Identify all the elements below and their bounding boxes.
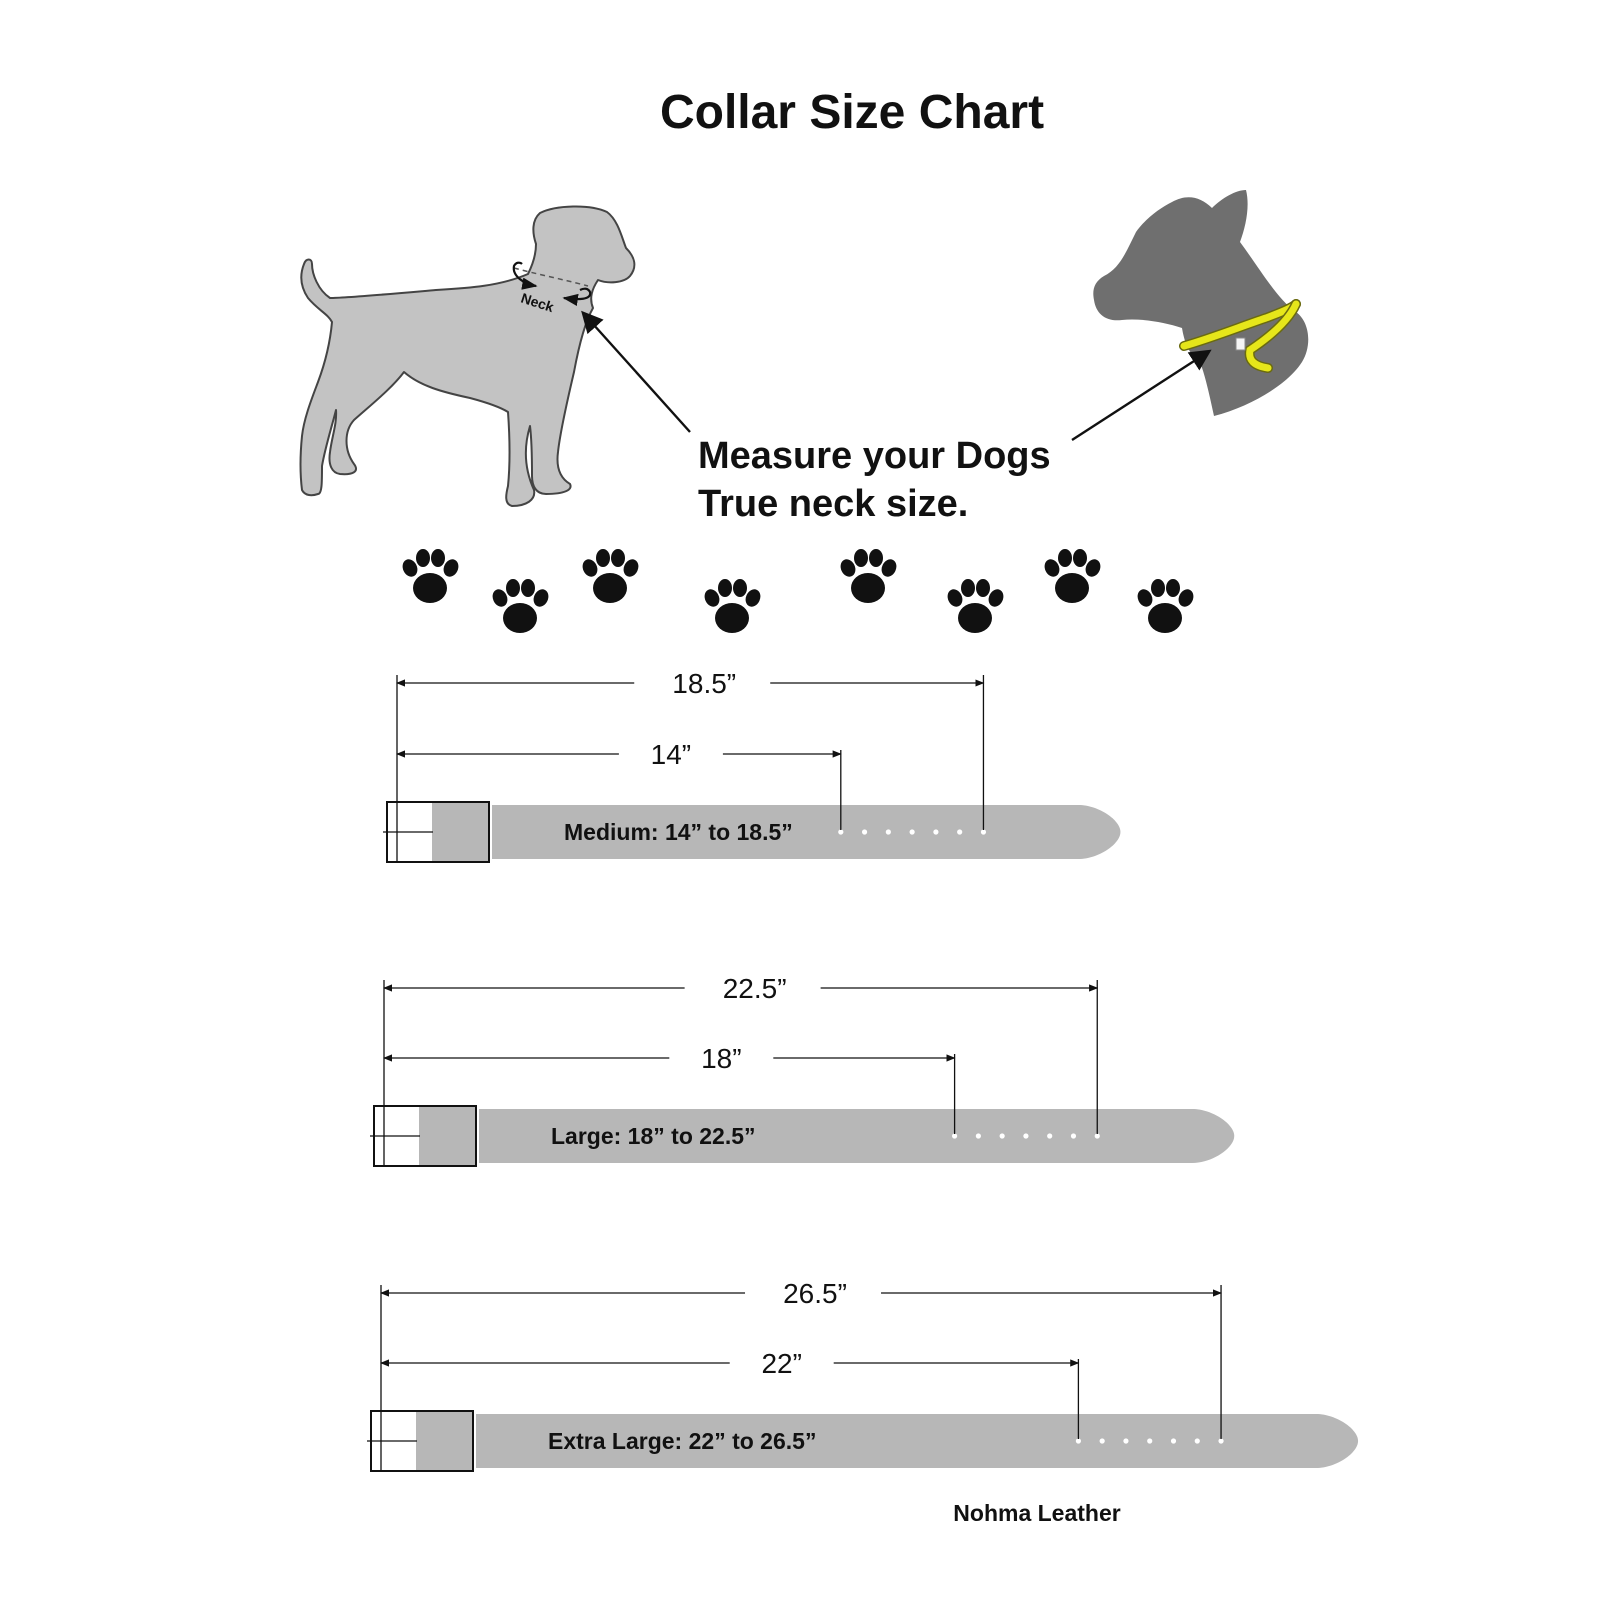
collar-hole [1023, 1133, 1029, 1139]
dog-silhouette-icon: Neck [299, 205, 636, 507]
collar-hole [957, 829, 963, 835]
dimension-label-max: 26.5” [783, 1278, 847, 1309]
collar-medium: 18.5” 14” Medium: 14” to 18.5” [383, 668, 1121, 863]
collar-hole [1147, 1438, 1153, 1444]
dimension-label-min: 18” [701, 1043, 741, 1074]
collar-hole [1123, 1438, 1129, 1444]
collar-hole [838, 829, 844, 835]
pointer-arrow-head [1071, 349, 1212, 442]
instruction-line-2: True neck size. [698, 483, 968, 525]
collar-hole [1075, 1438, 1081, 1444]
dimension-label-min: 22” [761, 1348, 801, 1379]
collar-hole [885, 829, 891, 835]
collar-hole [999, 1133, 1005, 1139]
brand-name: Nohma Leather [953, 1500, 1120, 1526]
paw-print-icon [489, 579, 552, 633]
collar-strap [476, 1414, 1359, 1468]
collar-strap [479, 1109, 1235, 1163]
collar-hole [933, 829, 939, 835]
page-title: Collar Size Chart [660, 86, 1044, 139]
paw-print-icon [837, 549, 900, 603]
collar-hole [1047, 1133, 1053, 1139]
paw-print-icon [701, 579, 764, 633]
pointer-arrow-neck [581, 310, 691, 433]
paw-print-icon [1134, 579, 1197, 633]
collar-strap [492, 805, 1121, 859]
paw-print-row [399, 549, 1197, 633]
collar-large: 22.5” 18” Large: 18” to 22.5” [370, 973, 1235, 1167]
collar-hole [909, 829, 915, 835]
collar-hole [975, 1133, 981, 1139]
dog-head-icon [1093, 190, 1309, 416]
collar-size-label: Medium: 14” to 18.5” [564, 819, 793, 845]
paw-print-icon [1041, 549, 1104, 603]
collar-size-label: Extra Large: 22” to 26.5” [548, 1428, 816, 1454]
buckle-keeper [419, 1106, 476, 1166]
dimension-label-max: 22.5” [723, 973, 787, 1004]
dimension-label-min: 14” [651, 739, 691, 770]
collar-hole [952, 1133, 958, 1139]
collar-hole [1218, 1438, 1224, 1444]
buckle-keeper [416, 1411, 473, 1471]
buckle-keeper [432, 802, 489, 862]
collar-hole [1094, 1133, 1100, 1139]
collar-size-label: Large: 18” to 22.5” [551, 1123, 756, 1149]
collar-diagrams: 18.5” 14” Medium: 14” to 18.5” 22.5” 18” Larg… [367, 668, 1359, 1472]
instruction-line-1: Measure your Dogs [698, 435, 1051, 477]
collar-hole [980, 829, 987, 835]
collar-extra-large: 26.5” 22” Extra Large: 22” to 26.5” [367, 1278, 1359, 1472]
collar-hole [1170, 1438, 1177, 1444]
paw-print-icon [944, 579, 1007, 633]
collar-hole [1070, 1133, 1077, 1139]
dimension-label-max: 18.5” [672, 668, 736, 699]
measuring-tape-icon [1179, 299, 1301, 373]
paw-print-icon [579, 549, 642, 603]
collar-hole [1099, 1438, 1105, 1444]
collar-hole [1194, 1438, 1200, 1444]
collar-hole [861, 829, 868, 835]
paw-print-icon [399, 549, 462, 603]
